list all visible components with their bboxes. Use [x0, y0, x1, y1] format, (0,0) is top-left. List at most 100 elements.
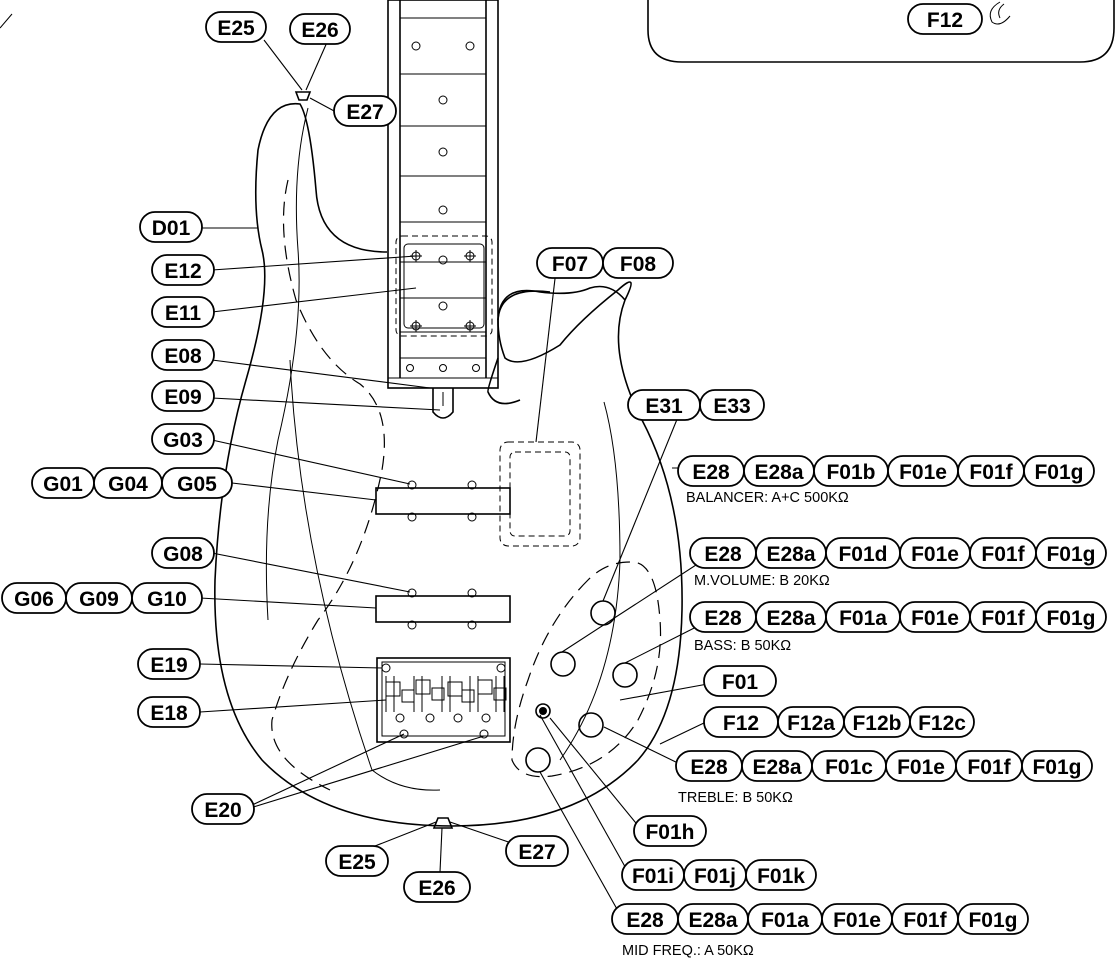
- svg-text:E26: E26: [418, 877, 455, 900]
- svg-text:F01g: F01g: [1046, 543, 1095, 566]
- lower-horn-shoulder: [497, 290, 551, 321]
- svg-text:G03: G03: [163, 429, 203, 452]
- svg-text:F01e: F01e: [911, 607, 959, 630]
- neck: [387, 0, 499, 389]
- label-e20: E20: [191, 793, 255, 825]
- bass-label-f01a: F01a: [825, 601, 901, 633]
- svg-text:E25: E25: [217, 17, 255, 40]
- label-g05: G05: [161, 467, 233, 499]
- svg-text:E28a: E28a: [766, 543, 815, 566]
- body-bevel-front: [289, 359, 441, 791]
- bass-part-labels: E28 E28a F01a F01e F01f F01g: [689, 601, 1107, 633]
- svg-text:F01f: F01f: [969, 461, 1013, 484]
- svg-text:E33: E33: [713, 395, 750, 418]
- label-e31: E31: [627, 389, 701, 421]
- label-f07: F07: [536, 247, 604, 279]
- label-e11: E11: [151, 296, 215, 328]
- svg-text:F01i: F01i: [632, 865, 674, 888]
- svg-text:F12: F12: [723, 712, 759, 735]
- balancer-label-f01g: F01g: [1023, 455, 1095, 487]
- label-top-e27: E27: [333, 95, 397, 127]
- svg-text:E27: E27: [518, 841, 555, 864]
- balancer-label-e28a: E28a: [743, 455, 815, 487]
- midfreq-label-e28: E28: [611, 903, 679, 935]
- treble-label-f01e: F01e: [885, 750, 957, 782]
- svg-text:E11: E11: [165, 302, 202, 325]
- inset-screw-icon: [989, 1, 1011, 25]
- bass-label-f01g: F01g: [1035, 601, 1107, 633]
- inset-box: [647, 0, 1115, 63]
- midfreq-label-f01a: F01a: [747, 903, 823, 935]
- label-f01k: F01k: [745, 859, 817, 891]
- neck-joint-inner: [403, 243, 485, 329]
- label-e19: E19: [137, 648, 201, 680]
- label-top-e26: E26: [289, 13, 351, 45]
- svg-text:F01b: F01b: [826, 461, 875, 484]
- svg-text:F01f: F01f: [981, 607, 1025, 630]
- svg-text:F08: F08: [620, 253, 657, 276]
- balancer-label-f01b: F01b: [813, 455, 889, 487]
- label-e33: E33: [699, 389, 765, 421]
- svg-text:E19: E19: [150, 654, 187, 677]
- svg-text:D01: D01: [152, 217, 191, 240]
- svg-text:F12a: F12a: [787, 712, 835, 735]
- balancer-label-f01e: F01e: [887, 455, 959, 487]
- front-pickup: [375, 480, 511, 522]
- mvolume-knob: [550, 651, 576, 677]
- label-e18: E18: [137, 696, 201, 728]
- body-bevel-left: [265, 107, 309, 621]
- label-f12b: F12b: [843, 706, 911, 738]
- balancer-spec: BALANCER: A+C 500KΩ: [686, 490, 849, 506]
- svg-text:F01e: F01e: [899, 461, 947, 484]
- label-e12: E12: [151, 254, 215, 286]
- label-bot-e25: E25: [325, 845, 389, 877]
- svg-text:F01e: F01e: [897, 756, 945, 779]
- svg-text:E28: E28: [692, 461, 730, 484]
- svg-text:F01g: F01g: [1046, 607, 1095, 630]
- svg-text:F01g: F01g: [1032, 756, 1081, 779]
- label-f12a: F12a: [777, 706, 845, 738]
- mvolume-label-f01d: F01d: [825, 537, 901, 569]
- battery-compartment-inner: [509, 451, 571, 537]
- svg-text:F01a: F01a: [761, 909, 809, 932]
- svg-text:E28: E28: [626, 909, 664, 932]
- svg-text:E28a: E28a: [766, 607, 815, 630]
- treble-label-e28: E28: [675, 750, 743, 782]
- svg-text:E26: E26: [301, 19, 338, 42]
- label-f12: F12: [703, 706, 779, 738]
- midfreq-label-f01g: F01g: [957, 903, 1029, 935]
- treble-spec: TREBLE: B 50KΩ: [678, 790, 793, 806]
- svg-text:G06: G06: [14, 588, 54, 611]
- neck-plate: [387, 0, 499, 389]
- svg-text:E28: E28: [704, 543, 742, 566]
- midfreq-label-f01f: F01f: [891, 903, 959, 935]
- midfreq-spec: MID FREQ.: A 50KΩ: [622, 943, 754, 959]
- leader-lines: [199, 39, 725, 919]
- svg-text:E09: E09: [164, 386, 201, 409]
- bass-knob: [612, 662, 638, 688]
- svg-text:F01j: F01j: [694, 865, 736, 888]
- svg-text:F01g: F01g: [968, 909, 1017, 932]
- bottom-strap-button: [432, 817, 454, 829]
- svg-text:F12b: F12b: [852, 712, 901, 735]
- balancer-label-f01f: F01f: [957, 455, 1025, 487]
- label-f12c: F12c: [909, 706, 975, 738]
- midfreq-knob: [525, 747, 551, 773]
- svg-text:F01c: F01c: [825, 756, 873, 779]
- svg-text:E27: E27: [346, 101, 383, 124]
- midfreq-label-e28a: E28a: [677, 903, 749, 935]
- mvolume-label-e28: E28: [689, 537, 757, 569]
- svg-text:G08: G08: [163, 543, 203, 566]
- label-d01: D01: [139, 211, 203, 243]
- svg-text:G05: G05: [177, 473, 217, 496]
- output-jack: [535, 703, 551, 719]
- svg-text:E08: E08: [164, 345, 202, 368]
- mvolume-spec: M.VOLUME: B 20KΩ: [694, 573, 830, 589]
- treble-label-e28a: E28a: [741, 750, 813, 782]
- bass-label-e28: E28: [689, 601, 757, 633]
- top-strap-button: [294, 91, 312, 101]
- battery-compartment: [499, 441, 581, 547]
